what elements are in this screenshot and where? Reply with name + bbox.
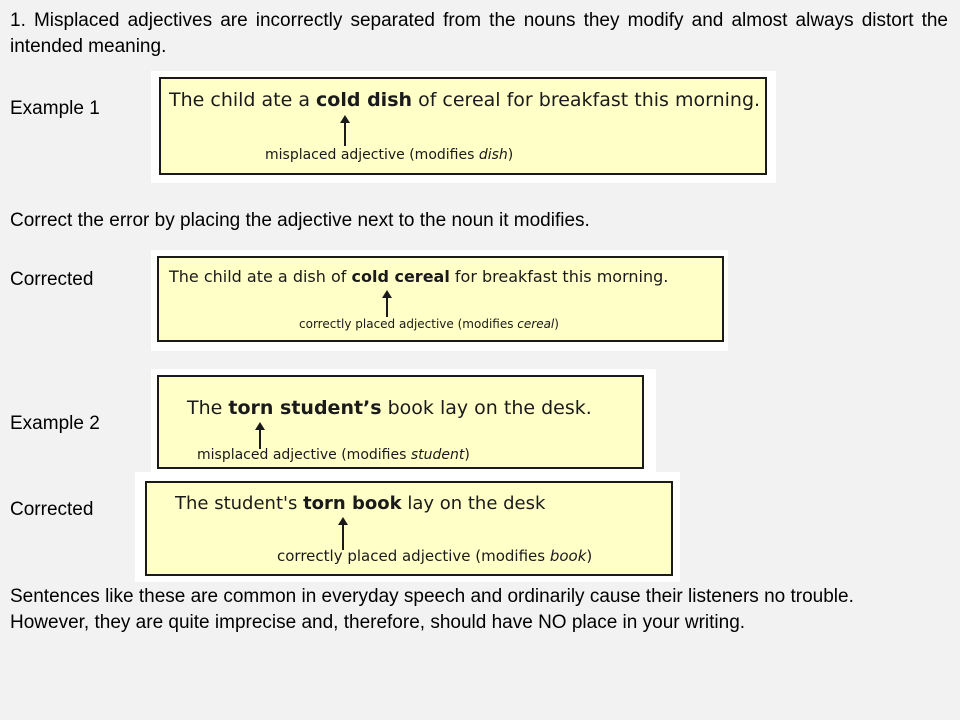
corrected-2-label: Corrected	[10, 499, 94, 520]
corrected-1-note: correctly placed adjective (modifies cer…	[299, 317, 559, 331]
example-1-sentence: The child ate a cold dish of cereal for …	[169, 89, 761, 111]
example-1-box: The child ate a cold dish of cereal for …	[159, 77, 767, 175]
up-arrow-icon	[255, 422, 265, 449]
example-2-note: misplaced adjective (modifies student)	[197, 447, 470, 463]
corrected-2-panel: The student's torn book lay on the desk …	[135, 472, 680, 582]
up-arrow-icon	[382, 290, 392, 317]
closing-paragraph: Sentences like these are common in every…	[10, 586, 854, 633]
up-arrow-icon	[340, 115, 350, 146]
corrected-1-label: Corrected	[10, 269, 94, 290]
example-1-label: Example 1	[10, 98, 100, 119]
example-1-panel: The child ate a cold dish of cereal for …	[151, 71, 776, 183]
example-2-panel: The torn student’s book lay on the desk.…	[151, 369, 656, 473]
example-2-label: Example 2	[10, 413, 100, 434]
example-2-sentence: The torn student’s book lay on the desk.	[187, 397, 592, 419]
example-1-note: misplaced adjective (modifies dish)	[265, 147, 514, 163]
corrected-2-sentence: The student's torn book lay on the desk	[175, 493, 546, 514]
corrected-2-box: The student's torn book lay on the desk …	[145, 481, 673, 576]
example-2-box: The torn student’s book lay on the desk.…	[157, 375, 644, 469]
corrected-1-panel: The child ate a dish of cold cereal for …	[151, 250, 728, 351]
corrected-1-box: The child ate a dish of cold cereal for …	[157, 256, 724, 342]
up-arrow-icon	[338, 517, 348, 550]
intro-paragraph: 1. Misplaced adjectives are incorrectly …	[10, 10, 948, 57]
correct-instruction: Correct the error by placing the adjecti…	[10, 210, 590, 231]
corrected-2-note: correctly placed adjective (modifies boo…	[277, 547, 593, 565]
corrected-1-sentence: The child ate a dish of cold cereal for …	[169, 267, 669, 286]
